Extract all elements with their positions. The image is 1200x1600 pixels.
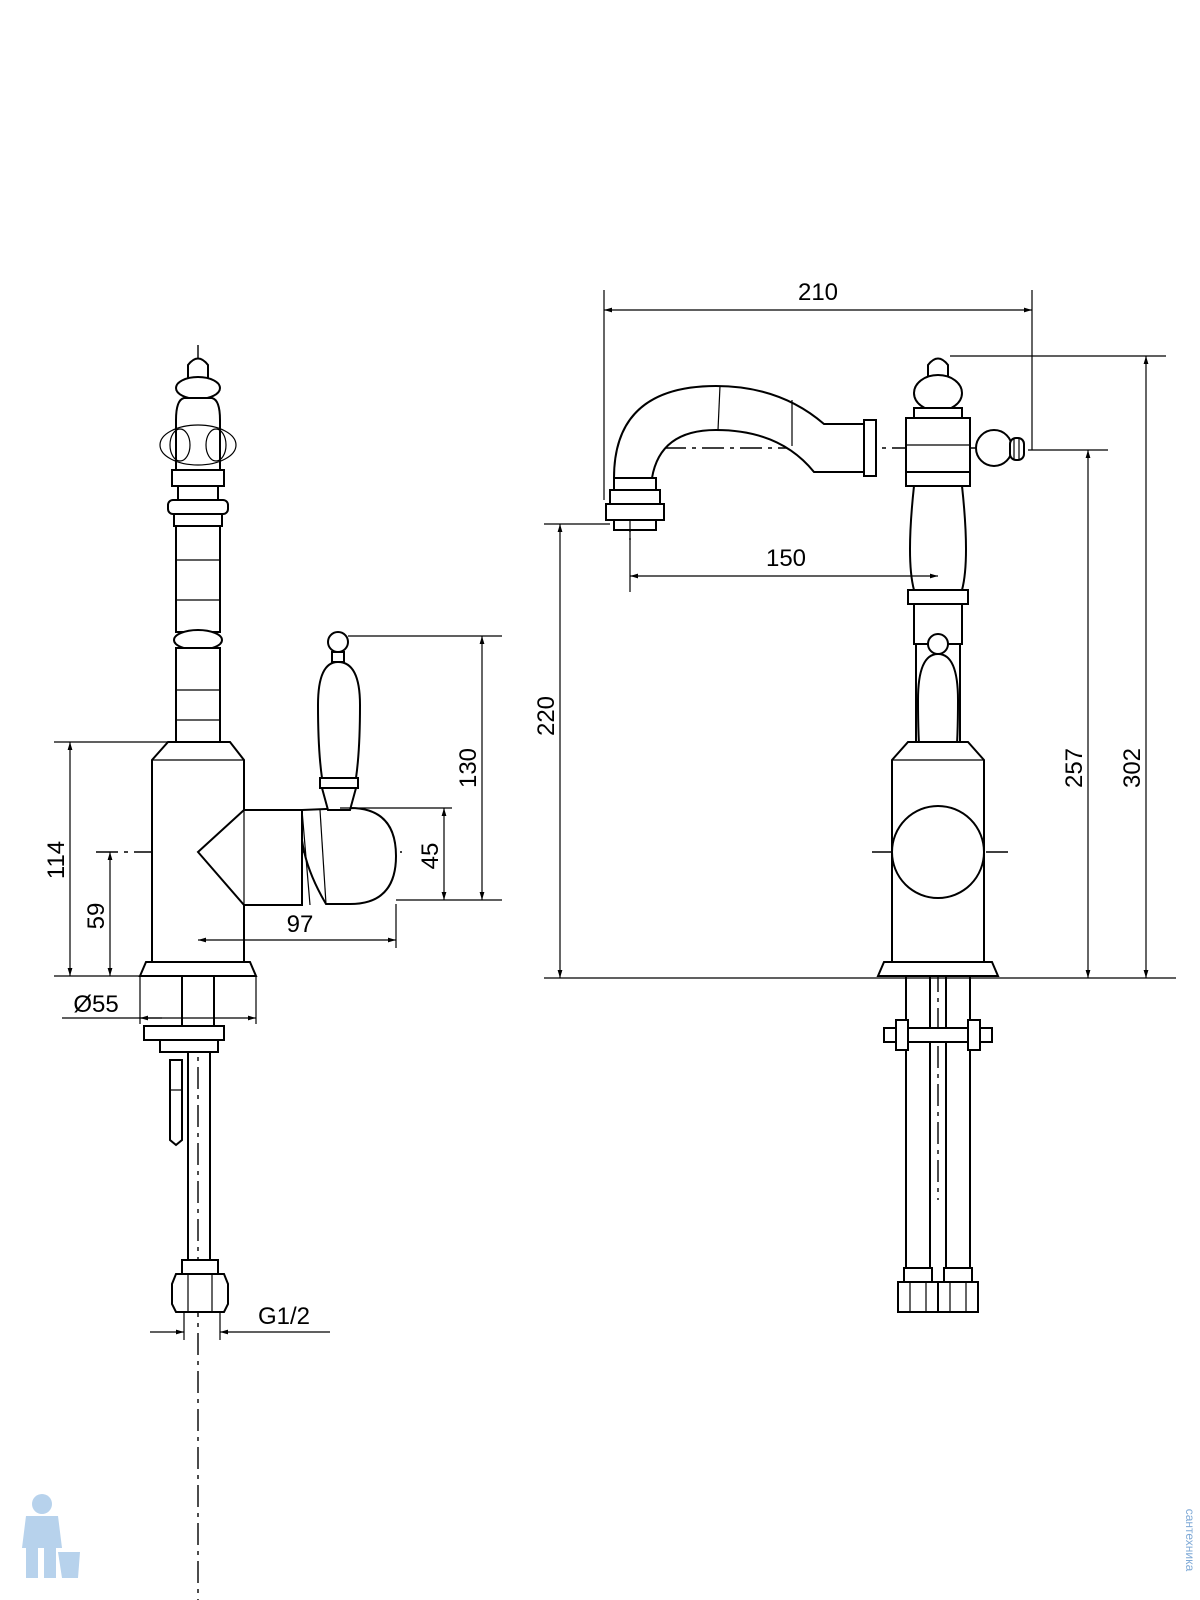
side-body bbox=[138, 741, 398, 977]
side-handle bbox=[316, 631, 362, 811]
side-undersink bbox=[143, 975, 229, 1340]
watermark-text: сантехника bbox=[1183, 1509, 1197, 1572]
dim-lever-reach: 97 bbox=[287, 911, 314, 938]
front-head bbox=[905, 357, 1025, 487]
dim-overall-height: 302 bbox=[1119, 748, 1146, 788]
front-undersink bbox=[883, 976, 993, 1313]
side-dimensions: 130 45 114 59 97 Ø55 G1/ bbox=[43, 635, 502, 1335]
dim-spout-reach: 150 bbox=[766, 545, 806, 572]
side-stem bbox=[173, 525, 223, 743]
front-spout bbox=[605, 384, 877, 531]
side-top-finial bbox=[159, 357, 237, 527]
dim-lever-width: 45 bbox=[417, 843, 444, 870]
dim-base-diameter: Ø55 bbox=[73, 991, 118, 1018]
dim-overall-width: 210 bbox=[798, 279, 838, 306]
dim-body-height: 114 bbox=[43, 841, 70, 879]
dim-spout-height: 220 bbox=[533, 696, 560, 736]
dim-thread: G1/2 bbox=[258, 1303, 310, 1330]
plumber-mascot-icon bbox=[22, 1494, 80, 1578]
dim-axis-height: 59 bbox=[83, 903, 110, 930]
front-body bbox=[876, 741, 1000, 977]
dim-outlet-height: 257 bbox=[1061, 748, 1088, 788]
front-view: 210 150 220 257 302 bbox=[533, 279, 1176, 1313]
front-dimensions: 210 150 220 257 302 bbox=[533, 279, 1176, 979]
side-view: 130 45 114 59 97 Ø55 G1/ bbox=[43, 345, 502, 1600]
dim-handle-height: 130 bbox=[455, 748, 482, 788]
